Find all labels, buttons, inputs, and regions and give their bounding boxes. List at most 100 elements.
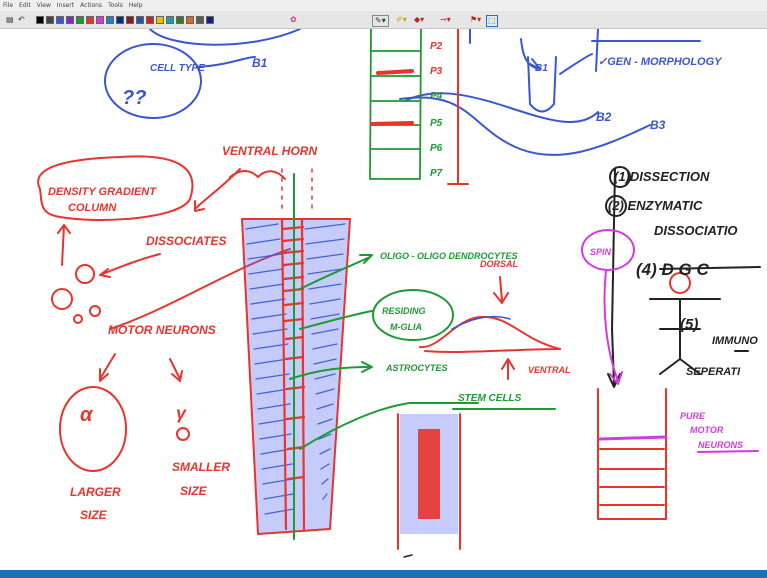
- color-swatch-maroon[interactable]: [126, 16, 134, 24]
- b1-right-label: B1: [535, 63, 548, 74]
- b3-label: B3: [650, 118, 666, 132]
- alpha-symbol: α: [80, 404, 94, 426]
- gen-morphology-label: ✓GEN - MORPHOLOGY: [598, 56, 723, 68]
- p7-label: P7: [430, 168, 443, 179]
- p2-label: P2: [430, 41, 443, 52]
- select-icon[interactable]: ⬚: [486, 15, 498, 27]
- menu-actions[interactable]: Actions: [80, 2, 102, 9]
- menu-view[interactable]: View: [37, 2, 51, 9]
- step2-enzymatic: (2) ENZYMATIC: [608, 198, 703, 213]
- insert-space-icon[interactable]: ⚑▾: [470, 15, 481, 25]
- cell-circle-2: [76, 265, 94, 283]
- petri-dish-bottom: [425, 349, 560, 352]
- arrow-alpha: [100, 354, 115, 381]
- step4-dgc: (4) D G C: [636, 260, 709, 279]
- cursor-mark: [404, 555, 412, 557]
- p5-label: P5: [430, 118, 443, 129]
- menu-bar: File Edit View Insert Actions Tools Help: [0, 0, 767, 11]
- dorsal-label: DORSAL: [480, 259, 518, 269]
- blue-line-b1-morph: [560, 54, 592, 74]
- arrow-gamma: [170, 359, 182, 381]
- pure-motor-layer: [600, 437, 666, 439]
- color-swatch-teal[interactable]: [166, 16, 174, 24]
- immuno-label: IMMUNO: [712, 335, 758, 347]
- density-gradient-label-1: DENSITY GRADIENT: [48, 186, 157, 198]
- question-marks: ??: [122, 87, 146, 109]
- red-mark-p5: [372, 123, 412, 124]
- undo-icon[interactable]: ↶: [18, 15, 25, 25]
- separation-label: SEPERATI: [686, 366, 741, 378]
- color-swatch-green[interactable]: [76, 16, 84, 24]
- b1-left-label: B1: [252, 56, 268, 70]
- step5-label: (5): [680, 316, 698, 333]
- mglia-label: M-GLIA: [390, 322, 422, 332]
- stick-figure: [650, 299, 720, 374]
- b2-label: B2: [596, 110, 612, 124]
- beaker-layers: [600, 449, 664, 505]
- cell-circle-1: [52, 289, 72, 309]
- color-swatch-navy[interactable]: [116, 16, 124, 24]
- save-icon[interactable]: ▤: [6, 15, 14, 25]
- red-mark-p3: [378, 71, 412, 73]
- color-swatch-charcoal[interactable]: [196, 16, 204, 24]
- menu-help[interactable]: Help: [129, 2, 143, 9]
- color-swatch-purple[interactable]: [66, 16, 74, 24]
- pure-label: PURE: [680, 411, 706, 421]
- color-swatch-blue[interactable]: [56, 16, 64, 24]
- motor-label: MOTOR: [690, 425, 724, 435]
- cell-type-circle: [105, 44, 201, 118]
- menu-file[interactable]: File: [3, 2, 13, 9]
- gamma-circle: [177, 428, 189, 440]
- stem-cells-label: STEM CELLS: [458, 393, 522, 404]
- ventral-label: VENTRAL: [528, 365, 571, 375]
- lasso-icon[interactable]: ⊸▾: [440, 15, 451, 25]
- color-swatch-magenta[interactable]: [96, 16, 104, 24]
- smaller-label: SMALLER: [172, 460, 230, 474]
- cell-type-label: CELL TYPE: [150, 63, 205, 74]
- menu-tools[interactable]: Tools: [108, 2, 123, 9]
- color-swatch-yellow[interactable]: [156, 16, 164, 24]
- spin-label: SPIN: [590, 247, 612, 257]
- cell-circle-4: [74, 315, 82, 323]
- neurons-label: NEURONS: [698, 440, 743, 450]
- p6-label: P6: [430, 143, 443, 154]
- color-swatch-crimson[interactable]: [146, 16, 154, 24]
- eraser-icon[interactable]: ◆▾: [414, 15, 424, 25]
- color-swatch-indigo[interactable]: [206, 16, 214, 24]
- toolbar: ▤ ↶ ✿ ✎▾ ✐▾ ◆▾ ⊸▾ ⚑▾ ⬚: [0, 11, 767, 29]
- smaller-size-label: SIZE: [180, 484, 208, 498]
- arrow-to-density: [58, 225, 70, 265]
- neurons-underline: [698, 451, 758, 452]
- color-swatch-steel[interactable]: [136, 16, 144, 24]
- blue-stroke-b1: [197, 57, 255, 67]
- highlighter-icon[interactable]: ✐▾: [396, 15, 407, 25]
- menu-insert[interactable]: Insert: [57, 2, 74, 9]
- blue-arc-top: [150, 29, 300, 45]
- alpha-circle: [60, 387, 126, 471]
- color-swatch-gray[interactable]: [46, 16, 54, 24]
- tube-fill: [400, 414, 458, 534]
- menu-edit[interactable]: Edit: [19, 2, 31, 9]
- palette-icon[interactable]: ✿: [290, 15, 297, 25]
- spinal-cord-drawing: [242, 169, 350, 539]
- dissociates-label: DISSOCIATES: [146, 234, 226, 248]
- ventral-horn-brace: [230, 171, 285, 179]
- arrow-dissociates: [100, 254, 160, 277]
- ink-canvas[interactable]: CELL TYPE ?? B1 B1 B2 B3 ✓GEN - MORPHOLO…: [0, 29, 767, 570]
- color-swatch-black[interactable]: [36, 16, 44, 24]
- color-swatch-lightblue[interactable]: [106, 16, 114, 24]
- residing-label: RESIDING: [382, 306, 426, 316]
- green-column-dividers: [371, 51, 420, 149]
- motor-neurons-label: MOTOR NEURONS: [108, 323, 216, 337]
- ventral-horn-label: VENTRAL HORN: [222, 144, 317, 158]
- red-scale-bar: [448, 29, 468, 184]
- color-swatch-red[interactable]: [86, 16, 94, 24]
- step2-dissociation: DISSOCIATIO: [654, 223, 738, 238]
- cell-circle-3: [90, 306, 100, 316]
- gamma-symbol: γ: [176, 403, 187, 423]
- density-gradient-label-2: COLUMN: [68, 202, 117, 214]
- color-swatch-orange[interactable]: [186, 16, 194, 24]
- pen-tool-icon[interactable]: ✎▾: [372, 15, 389, 27]
- arrow-ventral: [502, 359, 514, 379]
- color-swatch-olive[interactable]: [176, 16, 184, 24]
